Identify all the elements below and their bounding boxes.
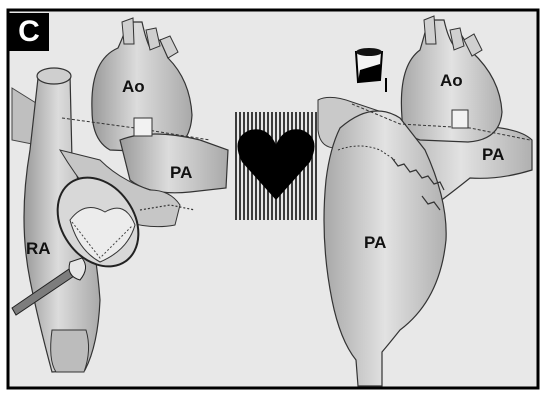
- label-right-ao: Ao: [440, 71, 463, 90]
- aortic-clamp-left: [134, 118, 152, 136]
- panel-letter: C: [9, 13, 49, 51]
- svc-opening: [37, 68, 71, 84]
- label-ra: RA: [26, 239, 51, 258]
- label-left-pa: PA: [170, 163, 192, 182]
- label-right-pa: PA: [482, 145, 504, 164]
- label-left-ao: Ao: [122, 77, 145, 96]
- aortic-clamp-right: [452, 110, 468, 128]
- label-right-main-pa: PA: [364, 233, 386, 252]
- heart-icon: [234, 112, 318, 220]
